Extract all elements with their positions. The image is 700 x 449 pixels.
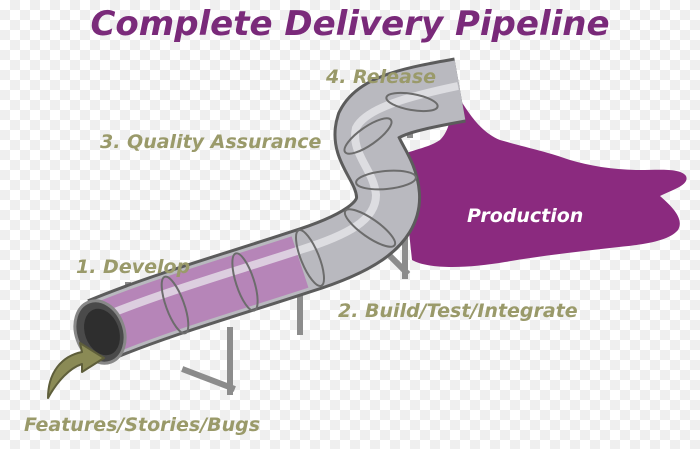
stage-label-build-test-integrate: 2. Build/Test/Integrate	[338, 300, 578, 322]
diagram-title: Complete Delivery Pipeline	[90, 4, 610, 44]
stage-label-quality-assurance: 3. Quality Assurance	[100, 131, 322, 153]
pipe-opening-inner	[84, 308, 120, 356]
pipe-rings	[160, 91, 439, 335]
pipe-highlight	[98, 82, 459, 322]
stage-label-develop: 1. Develop	[76, 256, 191, 278]
stage-label-release: 4. Release	[326, 66, 437, 88]
input-arrow-icon	[47, 342, 105, 399]
input-label: Features/Stories/Bugs	[24, 414, 261, 436]
production-label: Production	[467, 205, 584, 227]
production-pool	[391, 96, 687, 267]
